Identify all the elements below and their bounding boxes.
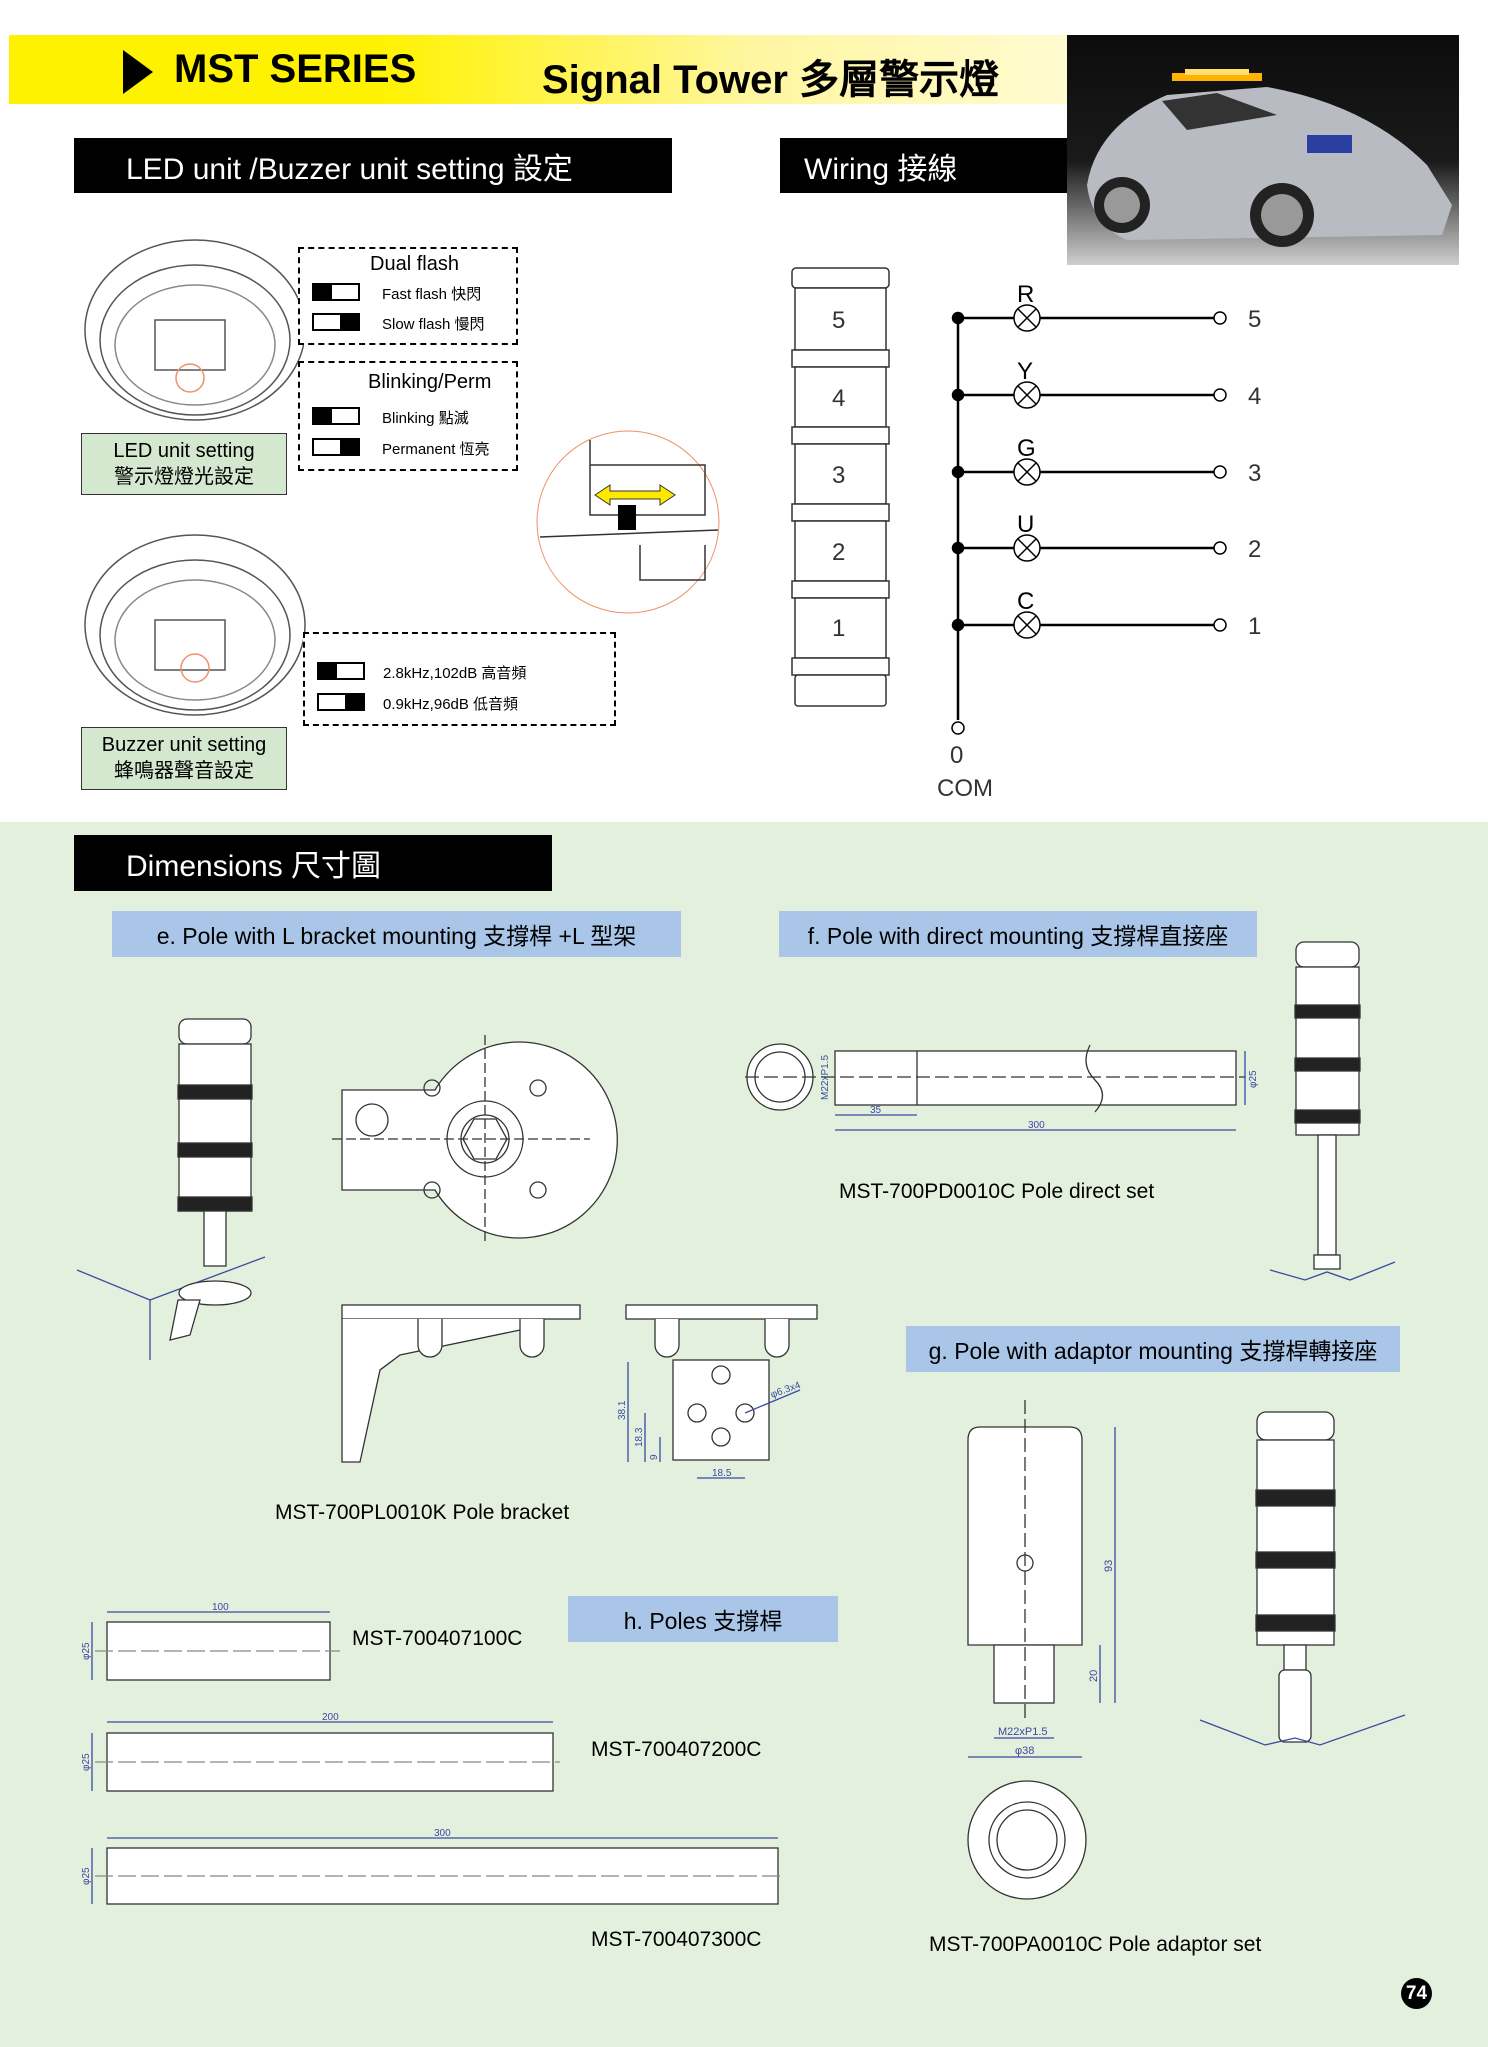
terminal-icon [1213, 618, 1227, 632]
high-tone-switch[interactable] [317, 662, 365, 680]
svg-text:38.1: 38.1 [617, 1400, 628, 1420]
bracket-front-view: 38.1 18.3 9 18.5 φ6.3x4 [617, 1304, 818, 1479]
safety-car-photo [1067, 35, 1459, 265]
lamp-cross [1017, 385, 1037, 405]
slow-flash-switch[interactable] [312, 313, 360, 331]
terminal-number: 1 [1248, 613, 1261, 640]
caption-pole-300: MST-700407300C [591, 1928, 762, 1951]
caption-pole-adaptor: MST-700PA0010C Pole adaptor set [929, 1933, 1262, 1956]
svg-text:300: 300 [434, 1828, 451, 1839]
com-terminal-number: 0 [950, 742, 963, 769]
bracket-side-view [341, 1304, 581, 1463]
buzzer-setting-box: 2.8kHz,102dB 高音頻 0.9kHz,96dB 低音頻 [303, 632, 616, 726]
svg-text:93: 93 [1103, 1560, 1115, 1572]
lamp-cross [1017, 538, 1037, 558]
dual-flash-box: Dual flash Fast flash 快閃 Slow flash 慢閃 [298, 247, 518, 345]
led-unit-drawing [84, 239, 306, 421]
tower-number-labels: 5 4 3 2 1 0 COM [832, 307, 993, 802]
label-g-adaptor: g. Pole with adaptor mounting 支撐桿轉接座 [906, 1326, 1400, 1372]
com-label: COM [937, 775, 993, 802]
wire-color-label: R [1017, 281, 1034, 308]
tier-1: 1 [832, 615, 845, 642]
terminal-number: 5 [1248, 306, 1261, 333]
label-h-poles: h. Poles 支撐桿 [568, 1596, 838, 1642]
header-banner: MST SERIES Signal Tower 多層警示燈 [9, 35, 1067, 104]
lamp-cross [1017, 308, 1037, 328]
svg-text:20: 20 [1088, 1670, 1100, 1682]
pole-direct-drawing: M22xP1.5 35 300 φ25 [745, 1043, 1259, 1131]
tower-adaptor-mount [1199, 1411, 1406, 1746]
switch-detail-circle [536, 430, 720, 614]
caption-pole-200: MST-700407200C [591, 1738, 762, 1761]
svg-text:φ38: φ38 [1015, 1745, 1034, 1757]
led-buzzer-setting-heading: LED unit /Buzzer unit setting 設定 [74, 138, 672, 193]
terminal-number: 3 [1248, 460, 1261, 487]
svg-text:18.3: 18.3 [634, 1427, 645, 1447]
svg-text:φ6.3x4: φ6.3x4 [769, 1380, 802, 1401]
bracket-top-view [332, 1035, 618, 1245]
terminal-icon [1213, 541, 1227, 555]
svg-text:35: 35 [870, 1105, 882, 1116]
svg-text:100: 100 [212, 1602, 229, 1613]
lamp-cross [1017, 462, 1037, 482]
tier-2: 2 [832, 539, 845, 566]
svg-text:φ25: φ25 [81, 1753, 92, 1771]
blinking-permanent-box: Blinking/Perm Blinking 點滅 Permanent 恆亮 [298, 361, 518, 471]
terminal-number: 4 [1248, 383, 1261, 410]
dimensions-heading: Dimensions 尺寸圖 [74, 835, 552, 891]
label-e-l-bracket: e. Pole with L bracket mounting 支撐桿 +L 型… [112, 911, 681, 957]
page-title: Signal Tower 多層警示燈 [542, 58, 1000, 102]
buzzer-unit-drawing [84, 534, 306, 716]
caption-pole-bracket: MST-700PL0010K Pole bracket [275, 1501, 570, 1524]
wire-color-label: U [1017, 511, 1034, 538]
lamp-cross [1017, 615, 1037, 635]
terminal-number: 2 [1248, 536, 1261, 563]
svg-text:M22xP1.5: M22xP1.5 [820, 1055, 831, 1100]
svg-text:9: 9 [649, 1454, 660, 1460]
wire-color-label: C [1017, 588, 1034, 615]
tier-4: 4 [832, 385, 845, 412]
low-tone-switch[interactable] [317, 693, 365, 711]
caption-pole-direct: MST-700PD0010C Pole direct set [839, 1180, 1155, 1203]
tier-5: 5 [832, 307, 845, 334]
page-number: 74 [1401, 1978, 1432, 2009]
svg-text:φ25: φ25 [81, 1642, 92, 1660]
terminal-icon [1213, 388, 1227, 402]
svg-text:18.5: 18.5 [712, 1468, 732, 1479]
svg-text:M22xP1.5: M22xP1.5 [998, 1726, 1048, 1738]
wire-color-label: Y [1017, 358, 1033, 385]
wire-color-label: G [1017, 435, 1036, 462]
svg-text:300: 300 [1028, 1120, 1045, 1131]
wiring-heading: Wiring 接線 [780, 138, 1067, 193]
series-title: MST SERIES [174, 47, 417, 91]
svg-text:φ25: φ25 [1248, 1070, 1259, 1088]
play-triangle-icon [123, 50, 153, 94]
adaptor-drawing: 93 20 M22xP1.5 φ38 [967, 1400, 1116, 1900]
svg-text:φ25: φ25 [81, 1867, 92, 1885]
fast-flash-switch[interactable] [312, 283, 360, 301]
terminal-icon [1213, 311, 1227, 325]
terminal-icon [1213, 465, 1227, 479]
svg-text:200: 200 [322, 1712, 339, 1723]
signal-tower-drawing [791, 267, 890, 707]
blinking-switch[interactable] [312, 407, 360, 425]
wiring-diagram: R 5Y 4G 3U 2C 1 [951, 281, 1261, 735]
caption-pole-100: MST-700407100C [352, 1627, 523, 1650]
tower-direct-mount [1269, 941, 1396, 1281]
tower-with-l-bracket [76, 1018, 266, 1360]
label-f-direct: f. Pole with direct mounting 支撐桿直接座 [779, 911, 1257, 957]
tier-3: 3 [832, 462, 845, 489]
permanent-switch[interactable] [312, 438, 360, 456]
poles-drawing: 100 200 300 φ25 φ25 φ25 [81, 1602, 785, 1905]
